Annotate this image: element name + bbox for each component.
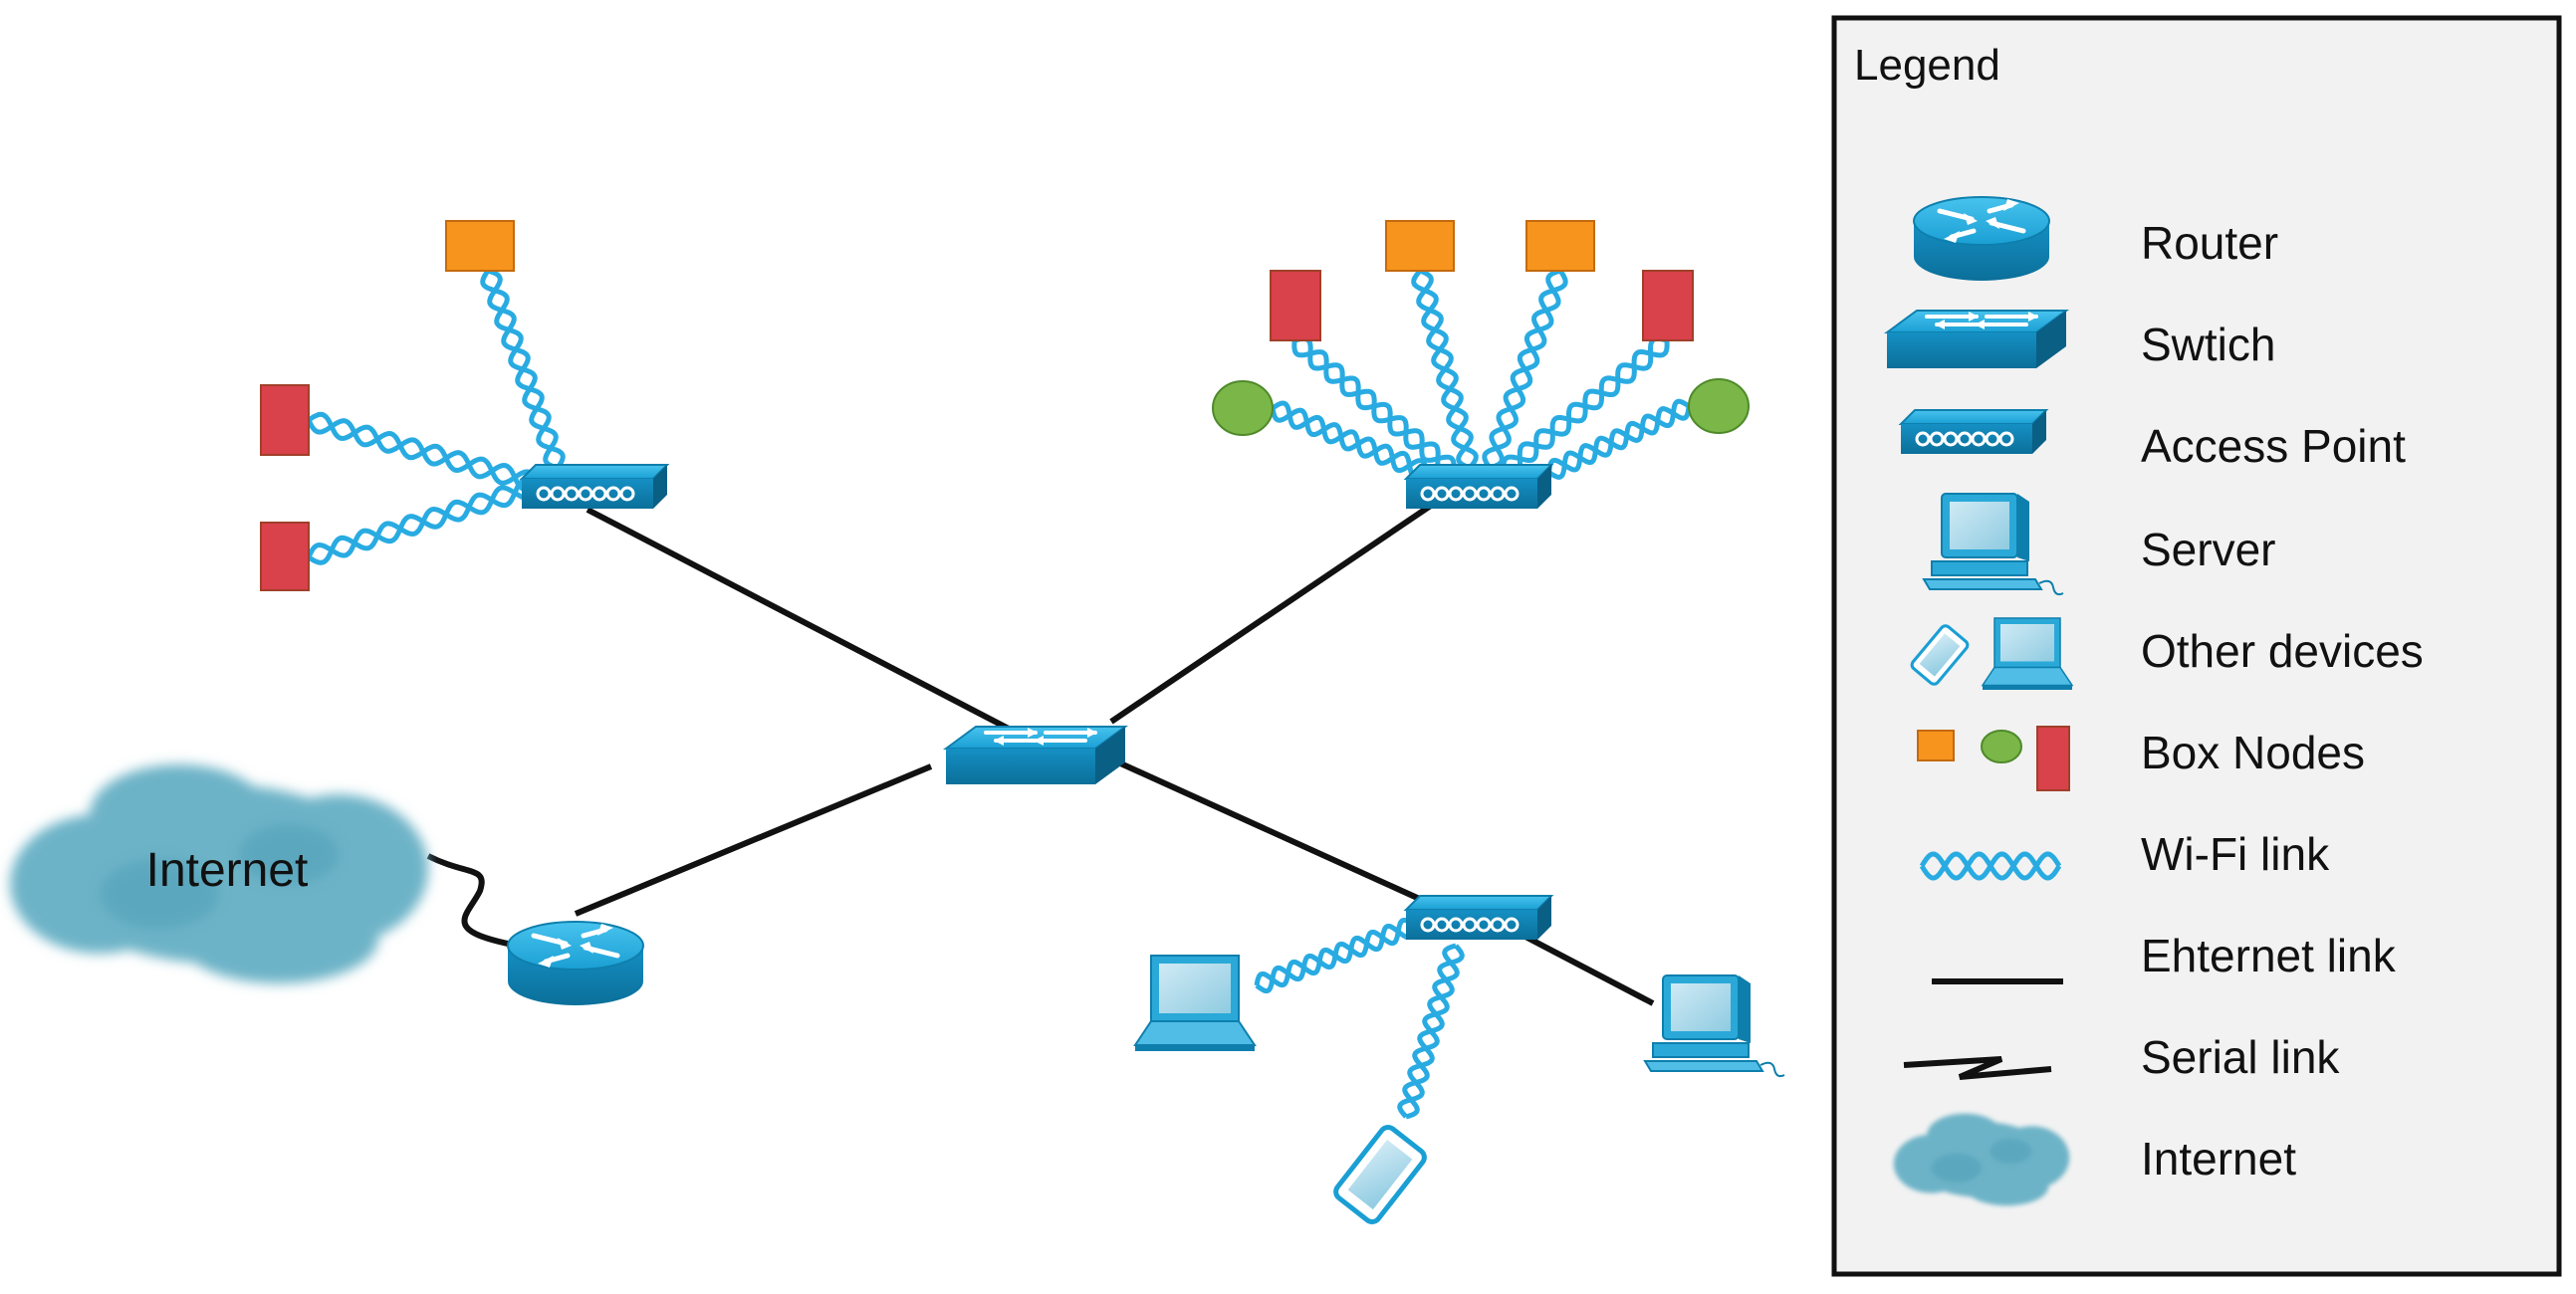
wifi-link-strand [1271, 400, 1446, 488]
server-icon [1644, 974, 1785, 1078]
access-point-bottom-icon [1404, 894, 1553, 942]
legend-label-internet: Internet [2141, 1133, 2296, 1185]
legend-router-icon [1914, 197, 2049, 281]
legend: Legend Router Swtich Access Point Server… [1831, 15, 2562, 1277]
wifi-link-strand [1919, 851, 2062, 881]
red-box-node [1270, 270, 1321, 341]
ethernet-link [1109, 490, 1452, 725]
ethernet-link [1522, 933, 1655, 1006]
wifi-link-strand [307, 411, 540, 493]
legend-label-access-point: Access Point [2141, 420, 2406, 472]
central-switch-icon [944, 725, 1127, 786]
tablet-icon [1332, 1124, 1427, 1224]
router-icon [508, 922, 643, 1005]
legend-wifi-link-icon [1919, 851, 2062, 881]
orange-box-node [1385, 220, 1455, 272]
ethernet-link [585, 507, 1036, 745]
legend-box-nodes-icon [1917, 726, 2070, 791]
legend-label-server: Server [2141, 524, 2275, 575]
wifi-link-strand [1530, 405, 1692, 481]
red-box-node [260, 522, 310, 591]
legend-label-wifi-link: Wi-Fi link [2141, 828, 2330, 880]
legend-title: Legend [1854, 41, 2000, 90]
ethernet-links [574, 490, 1655, 1006]
wifi-link-strand [306, 485, 541, 558]
box-nodes [260, 220, 1750, 591]
legend-serial-link-icon [1903, 1056, 2052, 1080]
red-box-node [260, 384, 310, 456]
legend-label-box-nodes: Box Nodes [2141, 727, 2365, 778]
laptop-icon [1134, 955, 1256, 1052]
legend-switch-icon [1885, 309, 2068, 370]
wifi-links [306, 268, 1692, 1120]
wifi-link-strand [1293, 335, 1455, 477]
wifi-link-strand [487, 268, 559, 471]
wifi-link-strand [1254, 923, 1417, 988]
orange-box-node [445, 220, 515, 272]
legend-access-point-icon [1899, 408, 2048, 456]
green-box-node [1688, 378, 1750, 434]
red-box-node [1642, 270, 1694, 341]
serial-link [426, 853, 519, 949]
wifi-link-strand [1397, 944, 1465, 1119]
legend-label-ethernet-link: Ehternet link [2141, 930, 2397, 981]
green-box-node [1212, 380, 1274, 436]
access-point-right-icon [1404, 463, 1553, 511]
legend-label-router: Router [2141, 217, 2278, 269]
orange-box-node [1525, 220, 1595, 272]
legend-laptop-icon [1982, 617, 2073, 691]
legend-label-switch: Swtich [2141, 319, 2275, 370]
internet-label: Internet [146, 844, 309, 897]
ethernet-link [574, 763, 933, 917]
wifi-link-strand [1416, 268, 1474, 471]
legend-label-other-devices: Other devices [2141, 625, 2424, 677]
ethernet-link [1103, 754, 1426, 904]
access-point-left-icon [520, 463, 669, 511]
wifi-link-strand [1501, 339, 1670, 473]
legend-label-serial-link: Serial link [2141, 1031, 2340, 1083]
wifi-link-strand [1482, 269, 1568, 470]
